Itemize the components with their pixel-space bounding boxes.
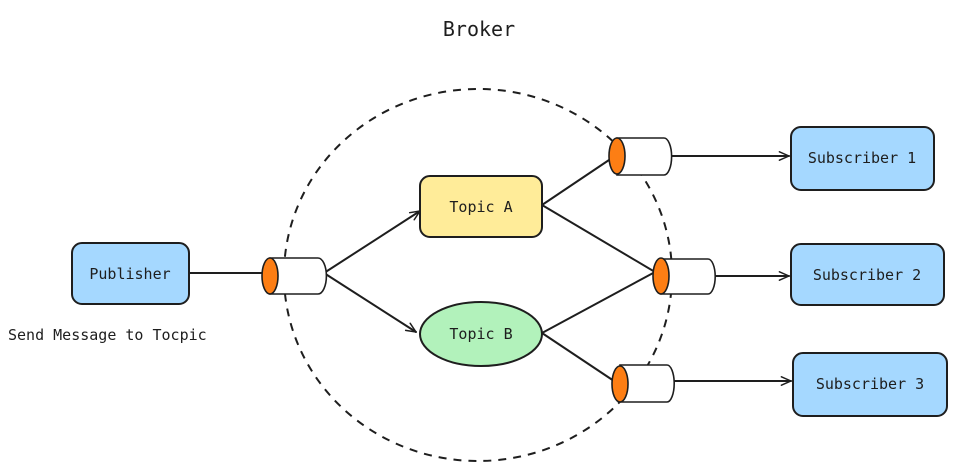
publisher-node[interactable]: Publisher — [71, 242, 190, 305]
subscriber-1-box — [790, 126, 935, 191]
queue-publisher — [261, 257, 328, 295]
subscriber-1-label: Subscriber 1 — [808, 149, 916, 167]
queue-subscriber-2 — [652, 257, 717, 295]
topic-b-to-queue-2-line — [541, 271, 656, 334]
subscriber-3-label: Subscriber 3 — [816, 375, 924, 393]
topic-a-to-queue-2-line — [541, 204, 656, 273]
diagram-title: Broker — [443, 17, 515, 41]
subscriber-3-box — [792, 352, 948, 417]
queue-to-topic-a-arrow — [323, 210, 421, 274]
queue-subscriber-1 — [608, 137, 673, 176]
subscriber-3-node[interactable]: Subscriber 3 — [792, 352, 948, 417]
topic-a-node[interactable]: Topic A — [419, 175, 543, 238]
publisher-box — [71, 242, 190, 305]
queue-cap — [611, 365, 629, 403]
queue-cap — [652, 257, 670, 295]
topic-a-box — [419, 175, 543, 238]
queue-cap — [261, 257, 279, 295]
connectors — [188, 151, 792, 386]
topic-a-label: Topic A — [449, 198, 512, 216]
queue-to-topic-b-arrow — [323, 272, 417, 333]
topic-b-node[interactable]: Topic B — [419, 301, 543, 367]
subscriber-2-label: Subscriber 2 — [813, 266, 921, 284]
queue-cap — [608, 137, 626, 175]
topic-b-label: Topic B — [449, 325, 512, 343]
publisher-caption: Send Message to Tocpic — [8, 326, 207, 344]
topic-b-ellipse — [419, 301, 543, 367]
subscriber-2-node[interactable]: Subscriber 2 — [790, 243, 945, 306]
topic-b-to-queue-3-line — [541, 332, 615, 382]
topic-a-to-queue-1-line — [541, 157, 613, 206]
queue-subscriber-3 — [611, 364, 675, 403]
subscriber-2-box — [790, 243, 945, 306]
subscriber-1-node[interactable]: Subscriber 1 — [790, 126, 935, 191]
publisher-label: Publisher — [89, 265, 170, 283]
